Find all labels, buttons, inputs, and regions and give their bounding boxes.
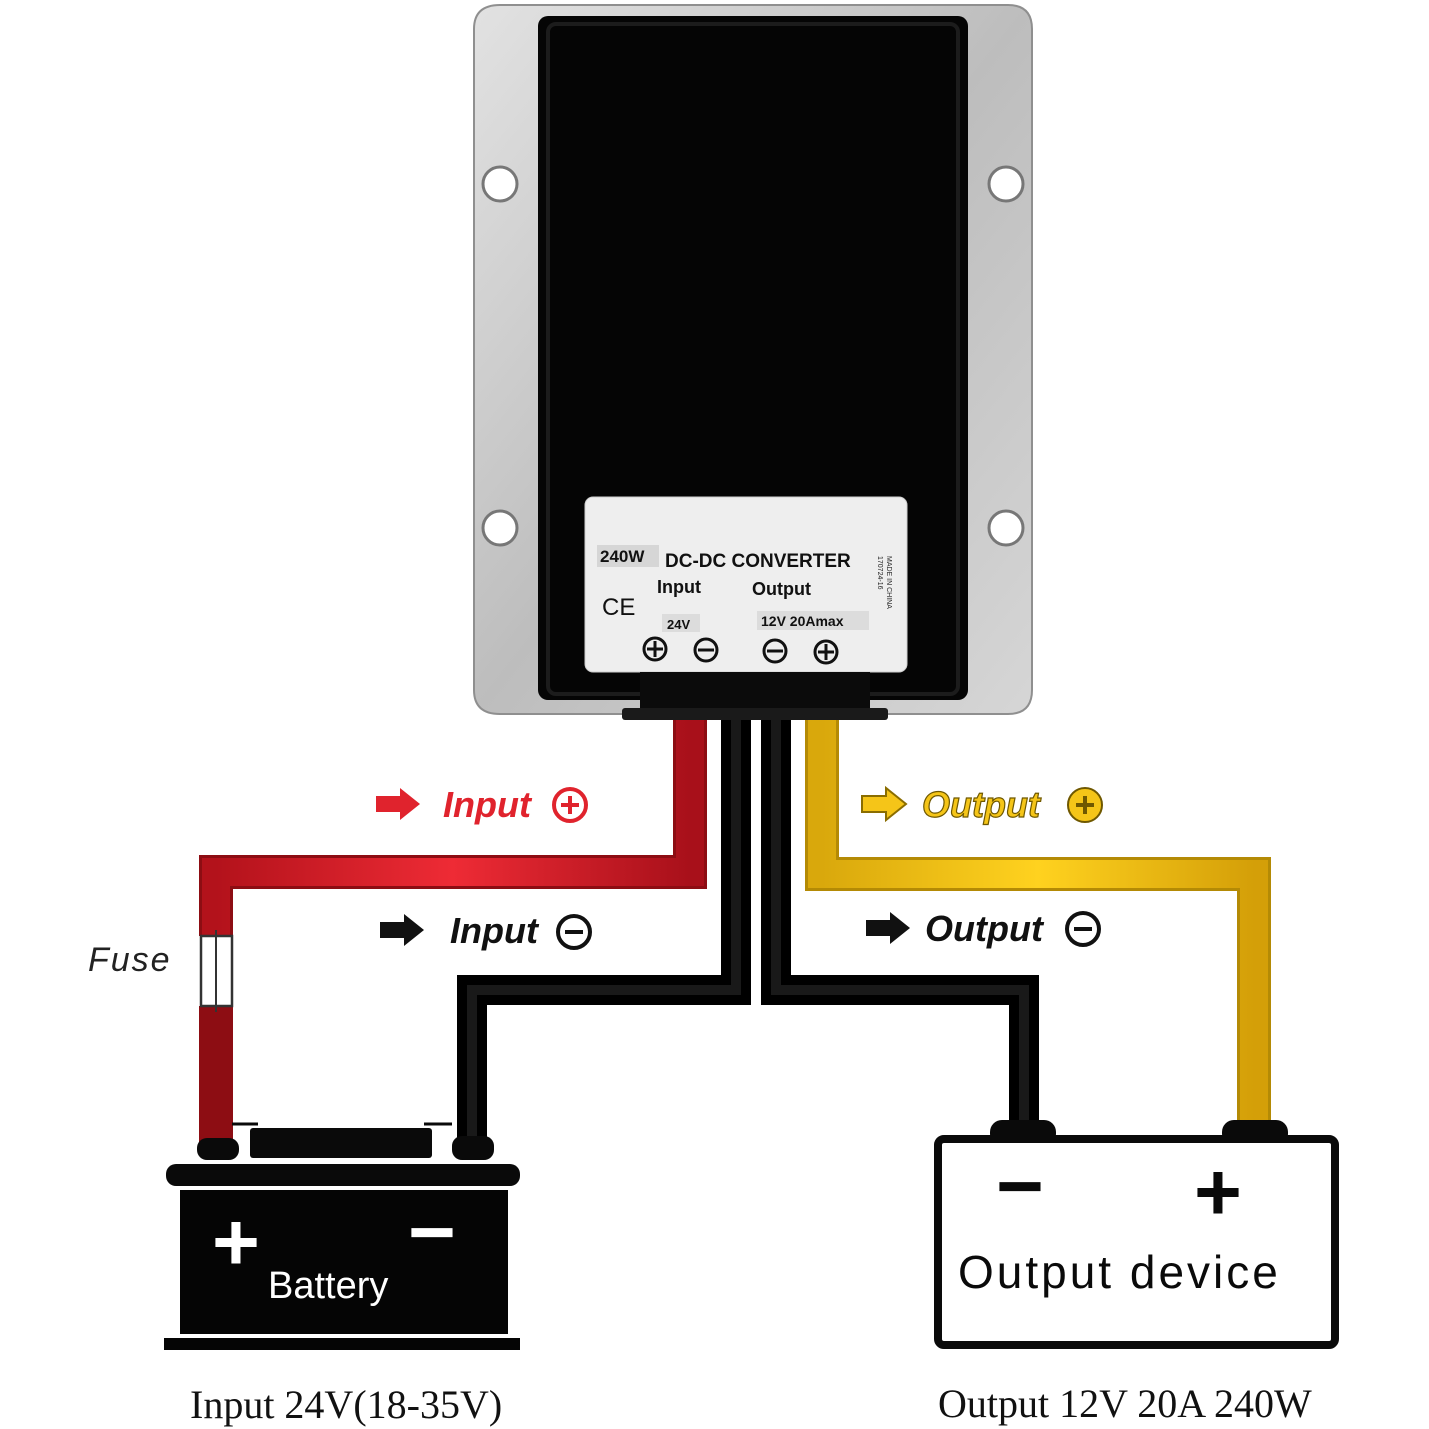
ce-mark: CE <box>602 594 635 621</box>
rating-text: 240W <box>600 547 645 566</box>
battery-base <box>164 1338 520 1350</box>
dc-dc-converter: 240W DC-DC CONVERTER Input Output CE 24V… <box>473 4 1033 720</box>
side-text: 170724-16 MADE IN CHINA <box>876 556 892 609</box>
input-positive-text: Input <box>443 784 533 825</box>
device-minus-sign: − <box>996 1141 1044 1232</box>
output-caption: Output 12V 20A 240W <box>938 1381 1312 1426</box>
mounting-hole-bottom-right <box>987 509 1025 547</box>
input-minus-symbol <box>693 637 719 663</box>
side-text-origin: MADE IN CHINA <box>885 556 892 609</box>
device-plus-sign: + <box>1194 1147 1242 1238</box>
mounting-hole-top-right <box>987 165 1025 203</box>
output-plus-symbol <box>813 639 839 665</box>
input-positive-wire <box>199 720 707 1142</box>
mounting-hole-bottom-left <box>481 509 519 547</box>
input-caption: Input 24V(18-35V) <box>190 1382 502 1427</box>
output-positive-wire <box>805 720 1271 1126</box>
input-negative-text: Input <box>450 910 540 951</box>
output-positive-label: Output <box>861 783 1103 826</box>
input-voltage: 24V <box>667 617 690 632</box>
output-negative-wire <box>761 720 1039 1130</box>
converter-title: DC-DC CONVERTER <box>665 551 851 572</box>
black-arrow-icon <box>866 912 910 944</box>
input-negative-wire <box>457 720 751 1142</box>
output-spec-highlight <box>757 611 869 630</box>
battery: + − Battery <box>164 1122 520 1350</box>
black-arrow-icon <box>380 914 424 946</box>
side-text-code: 170724-16 <box>876 556 883 590</box>
label-input-heading: Input <box>657 577 701 597</box>
battery-top-bar <box>250 1128 432 1158</box>
output-spec: 12V 20Amax <box>761 613 844 629</box>
gland-lip <box>622 708 888 720</box>
label-output-heading: Output <box>752 579 811 599</box>
device-body <box>934 1135 1339 1349</box>
minus-circle-icon <box>556 914 592 950</box>
device-label: Output device <box>958 1246 1281 1298</box>
input-negative-label: Input <box>380 910 592 951</box>
battery-negative-post <box>452 1136 494 1160</box>
plus-sign <box>1076 796 1094 814</box>
output-positive-text: Output <box>922 784 1042 825</box>
input-plus-symbol <box>642 636 668 662</box>
output-negative-label: Output <box>866 908 1101 949</box>
input-voltage-highlight <box>662 614 700 632</box>
red-arrow-icon <box>376 788 420 820</box>
rating-highlight <box>597 545 659 567</box>
battery-lid <box>166 1164 520 1186</box>
spec-label: 240W DC-DC CONVERTER Input Output CE 24V… <box>584 496 908 673</box>
fuse-label: Fuse <box>88 941 172 979</box>
battery-positive-post <box>197 1138 239 1160</box>
output-negative-text: Output <box>925 908 1045 949</box>
input-positive-label: Input <box>376 784 588 825</box>
battery-minus-sign: − <box>408 1187 456 1278</box>
battery-plus-sign: + <box>212 1197 260 1288</box>
battery-body <box>180 1190 508 1334</box>
minus-circle-icon <box>1065 911 1101 947</box>
output-minus-symbol <box>762 638 788 664</box>
output-device: − + Output device <box>934 1120 1339 1349</box>
mounting-hole-top-left <box>481 165 519 203</box>
battery-label: Battery <box>268 1265 388 1307</box>
yellow-arrow-icon <box>861 785 908 823</box>
label-panel <box>584 496 908 673</box>
plus-circle-icon <box>552 787 588 823</box>
